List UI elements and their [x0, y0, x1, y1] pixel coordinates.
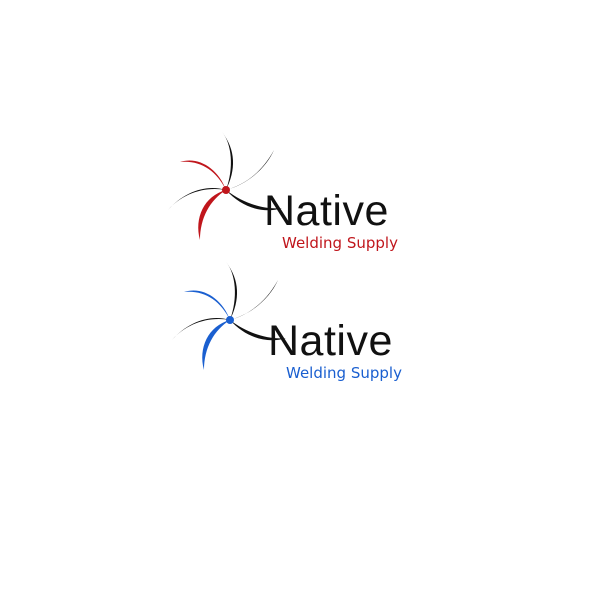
pinwheel-swirl-icon: [168, 132, 282, 240]
pinwheel-swirl-icon: [172, 262, 286, 370]
brand-tagline: Welding Supply: [286, 364, 402, 382]
brand-name: Native: [268, 317, 393, 365]
logo-red-variant: Native Welding Supply: [166, 128, 426, 258]
brand-tagline: Welding Supply: [282, 234, 398, 252]
logo-blue-variant: Native Welding Supply: [170, 258, 430, 388]
brand-name: Native: [264, 187, 389, 235]
